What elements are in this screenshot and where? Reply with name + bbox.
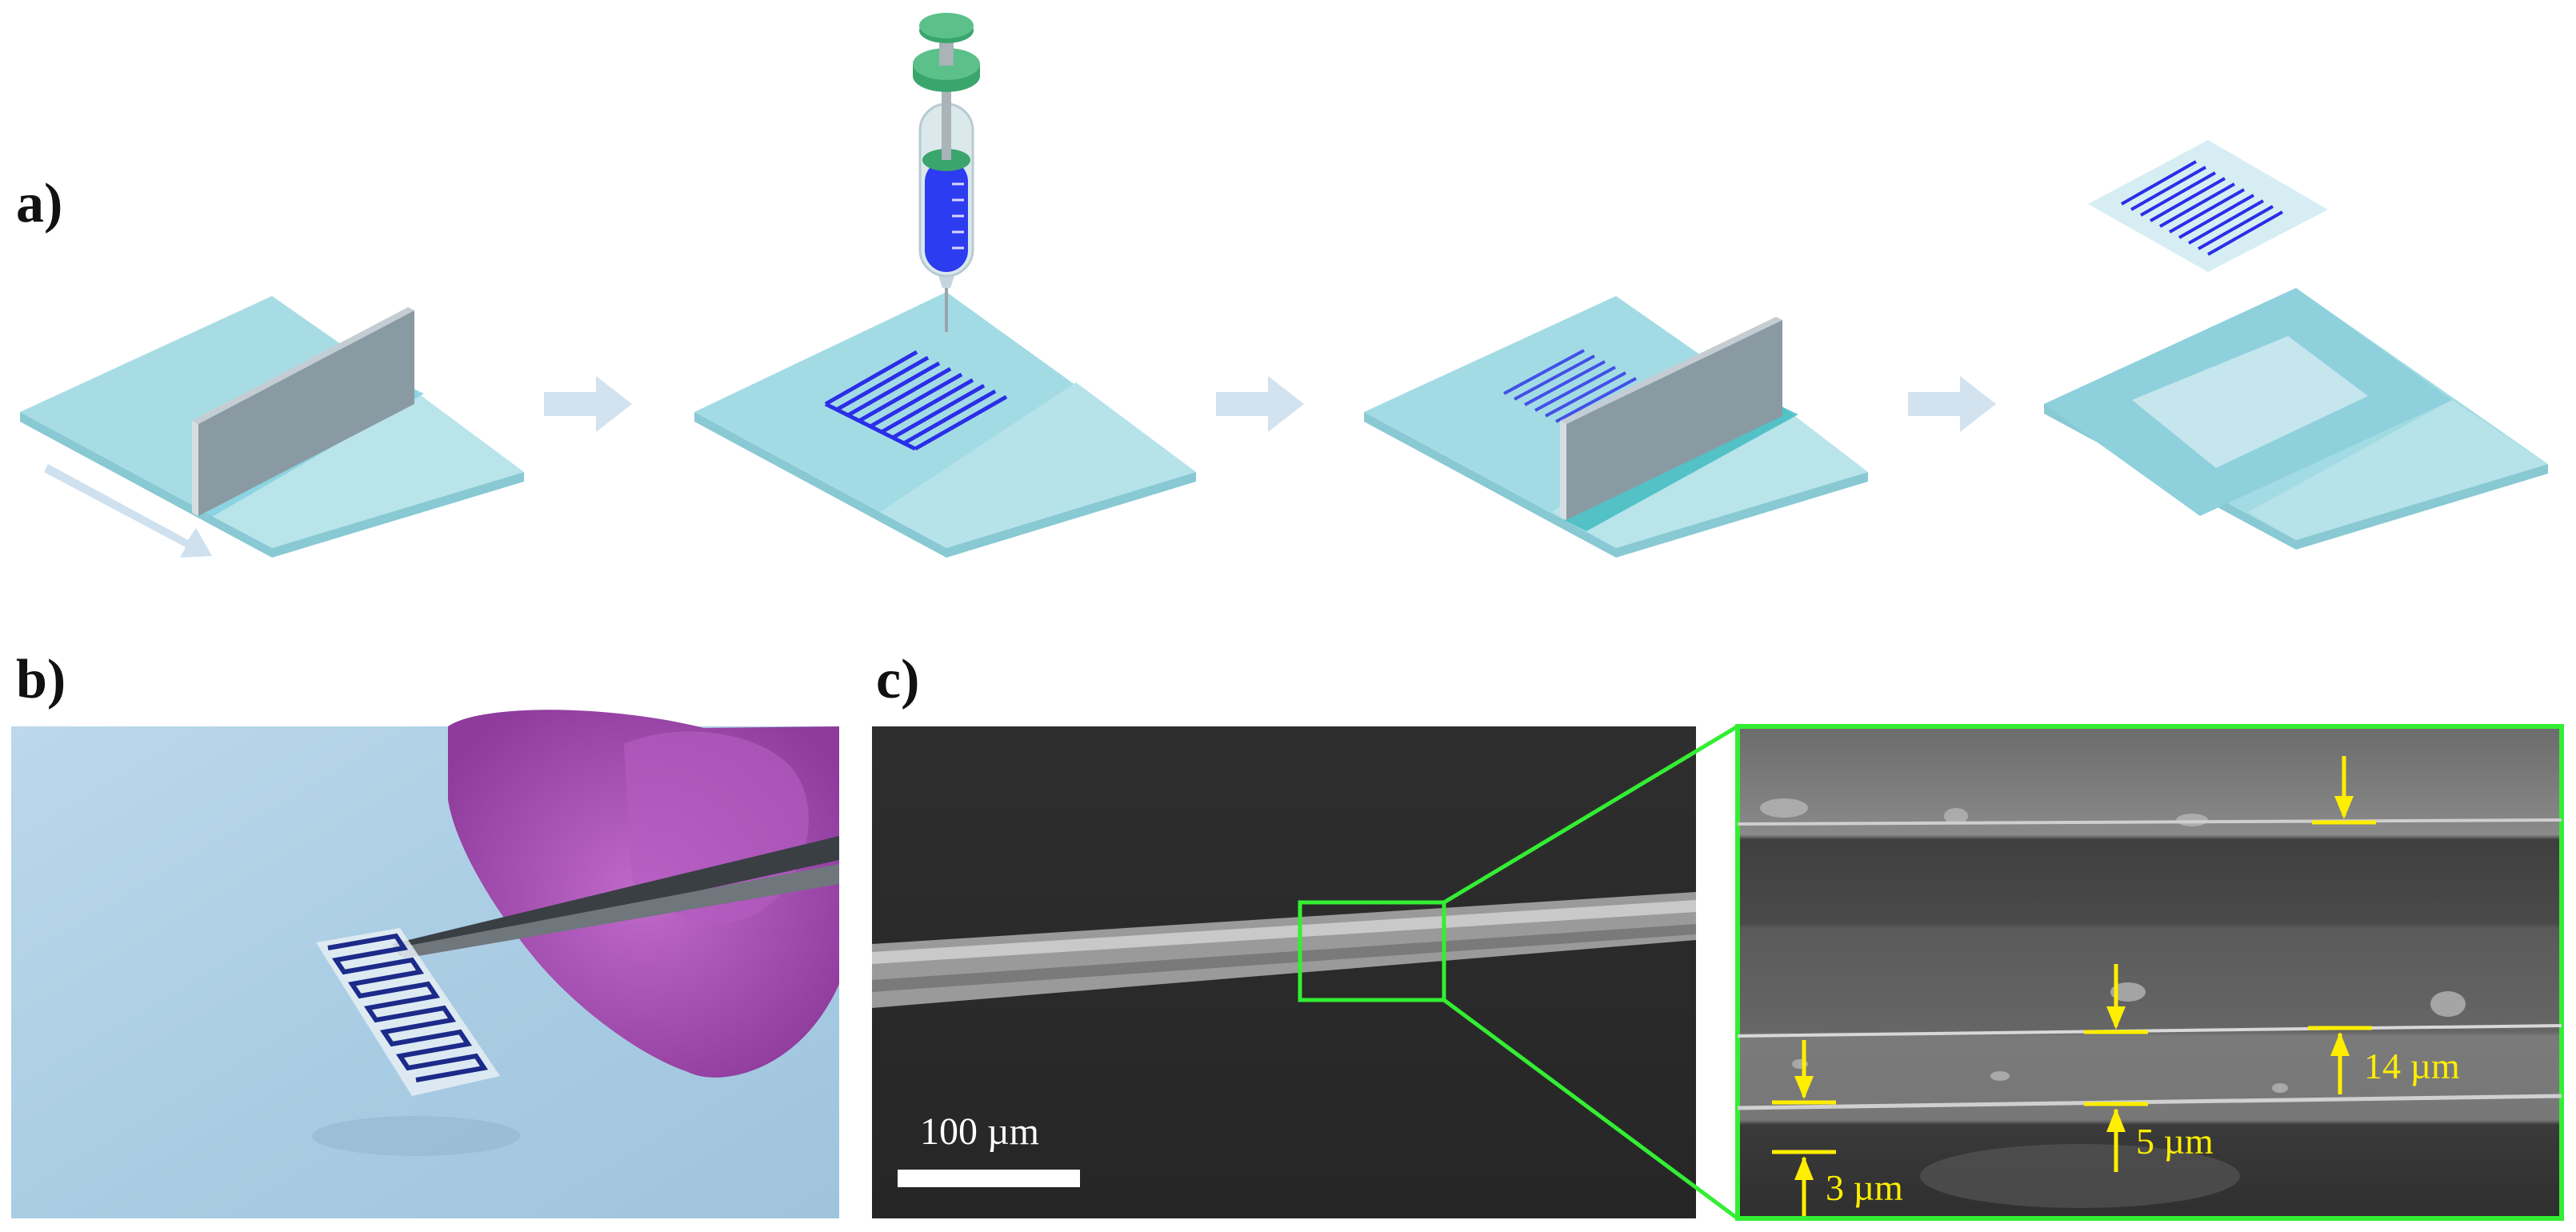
- arrow-step-1-2: [544, 376, 632, 432]
- panel-a-step-2: [694, 13, 1196, 558]
- panel-label-c: c): [876, 649, 920, 710]
- panel-c-sem-zoom: 14 µm 5 µm 3 µm: [1735, 724, 2564, 1221]
- scale-bar-label: 100 µm: [920, 1110, 1039, 1153]
- measurement-label-top: 14 µm: [2364, 1046, 2460, 1086]
- panel-a-step-3: [1364, 296, 1868, 558]
- panel-a-step-4: [2044, 140, 2548, 550]
- panel-label-a: a): [16, 173, 63, 234]
- measurement-label-middle: 5 µm: [2136, 1121, 2214, 1162]
- peeled-film: [2088, 140, 2328, 272]
- panel-b-photo: [11, 710, 839, 1218]
- sensor-electrode: [327, 933, 489, 1082]
- arrow-step-3-4: [1908, 376, 1996, 432]
- zoom-region-box: [1298, 900, 1446, 1002]
- printed-pattern: [824, 350, 1008, 451]
- syringe-icon: [913, 13, 980, 332]
- measurement-markers: [1772, 756, 2376, 1216]
- tweezers: [392, 836, 839, 956]
- arrow-step-2-3: [1216, 376, 1304, 432]
- film-pattern: [2121, 160, 2283, 256]
- panel-label-b: b): [16, 649, 66, 710]
- panel-a-step-1: [20, 296, 524, 558]
- scale-bar: [898, 1170, 1080, 1187]
- measurement-label-bottom: 3 µm: [1826, 1167, 1903, 1208]
- panel-c-sem-overview: 100 µm: [872, 724, 1739, 1221]
